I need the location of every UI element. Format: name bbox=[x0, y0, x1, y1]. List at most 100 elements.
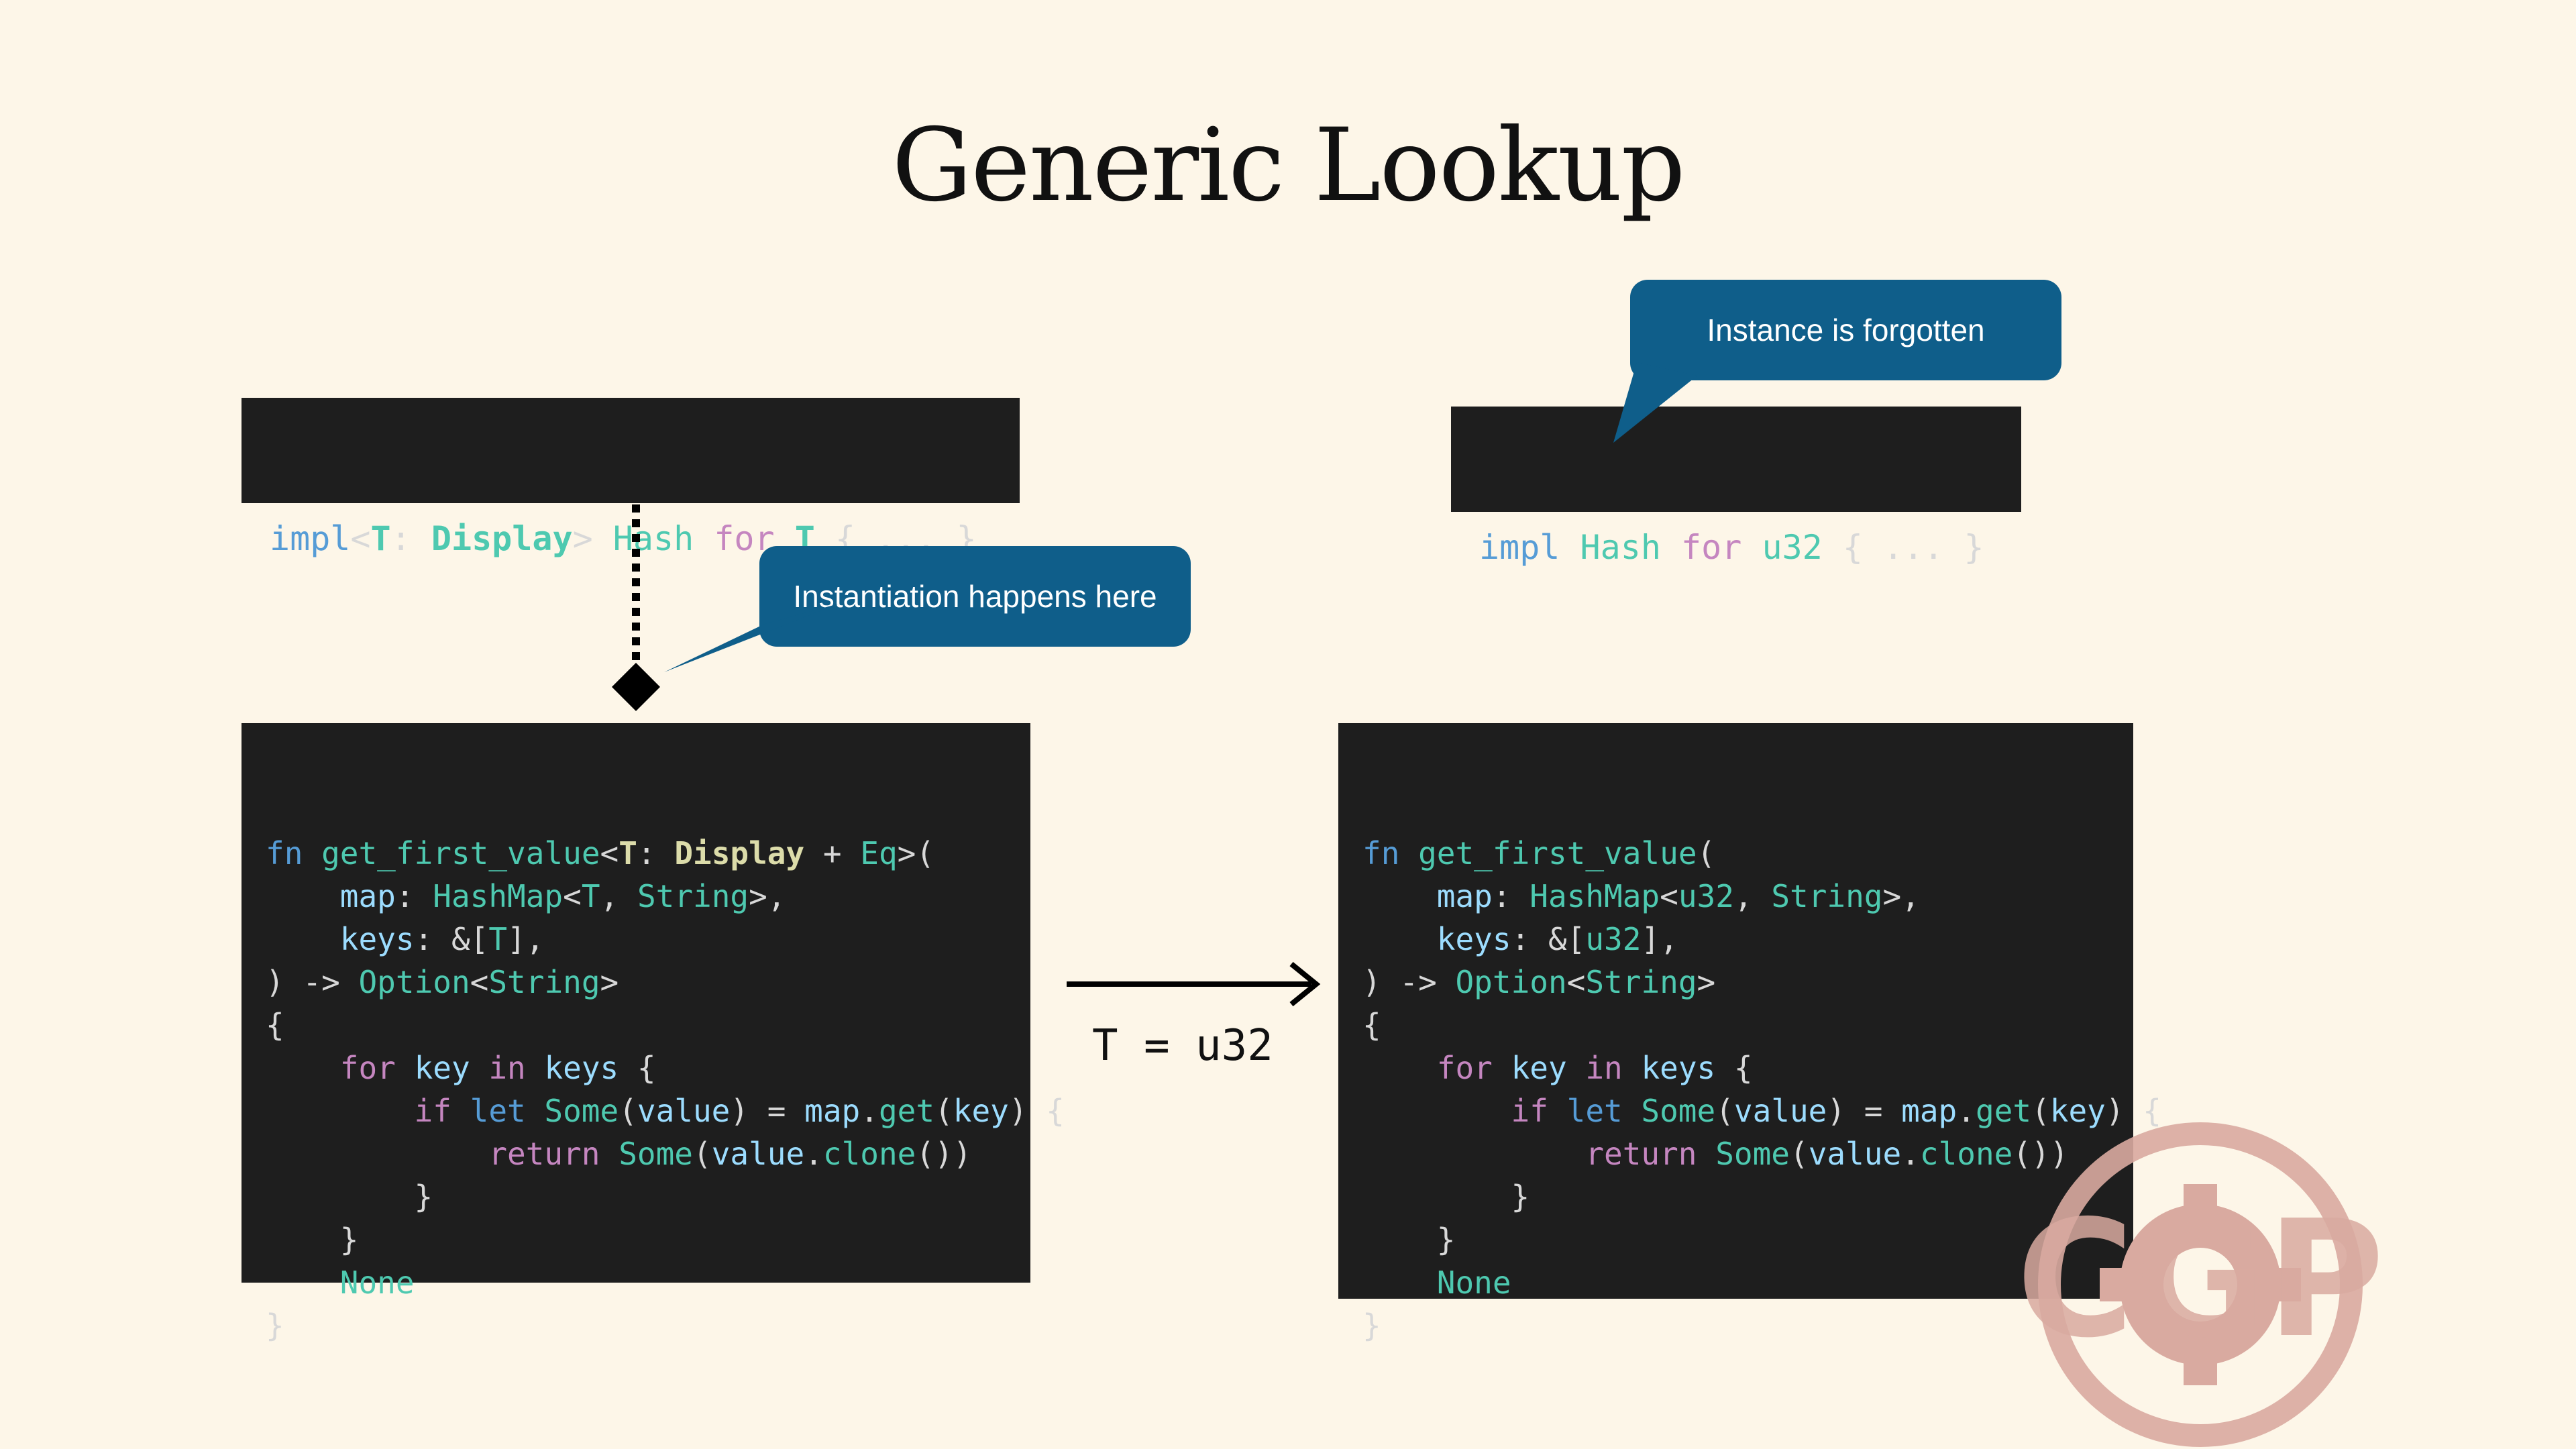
code-token: } bbox=[266, 1307, 284, 1344]
code-token: T bbox=[488, 921, 508, 957]
code-token: map bbox=[1901, 1093, 1957, 1129]
code-token: } bbox=[266, 1179, 433, 1215]
code-line: if let Some(value) = map.get(key) { bbox=[266, 1089, 1065, 1132]
code-token: < bbox=[350, 519, 371, 558]
code-token: } bbox=[1362, 1222, 1456, 1258]
callout-tail-forgotten bbox=[1613, 362, 1697, 443]
generic-code-lines: fn get_first_value<T: Display + Eq>( map… bbox=[266, 832, 1065, 1347]
code-token: : bbox=[390, 519, 431, 558]
code-token: ) -> bbox=[266, 964, 359, 1000]
code-token: return bbox=[1362, 1136, 1716, 1172]
concrete-function-code: fn get_first_value( map: HashMap<u32, St… bbox=[1338, 723, 2161, 1344]
code-token: ( bbox=[692, 1136, 712, 1172]
code-token: impl bbox=[270, 519, 351, 558]
code-token: ) { bbox=[2105, 1093, 2161, 1129]
code-token: ()) bbox=[916, 1136, 972, 1172]
code-token: clone bbox=[822, 1136, 916, 1172]
code-token: { bbox=[1715, 1050, 1753, 1086]
callout-tail-instantiation bbox=[664, 604, 839, 672]
code-token: , bbox=[600, 878, 637, 914]
code-token: get_first_value bbox=[1418, 835, 1697, 871]
code-token: , bbox=[1733, 878, 1772, 914]
code-line: fn get_first_value( bbox=[1362, 832, 2133, 875]
code-token: Display bbox=[674, 835, 805, 871]
code-line: keys: &[u32], bbox=[1362, 918, 2133, 961]
code-token: Eq bbox=[860, 835, 898, 871]
code-token: >( bbox=[897, 835, 935, 871]
code-token: . bbox=[1957, 1093, 1976, 1129]
code-token: Hash bbox=[1560, 528, 1661, 567]
code-token: ( bbox=[934, 1093, 953, 1129]
code-token: ( bbox=[1715, 1093, 1734, 1129]
callout-instantiation: Instantiation happens here bbox=[759, 546, 1191, 647]
code-token: keys bbox=[1362, 921, 1511, 957]
code-token: value bbox=[1808, 1136, 1902, 1172]
code-token: let bbox=[470, 1093, 545, 1129]
code-token: String bbox=[1771, 878, 1883, 914]
code-token: String bbox=[488, 964, 600, 1000]
concrete-code-lines: fn get_first_value( map: HashMap<u32, St… bbox=[1362, 832, 2161, 1347]
substitution-label: T = u32 bbox=[1092, 1021, 1273, 1071]
code-token: return bbox=[266, 1136, 619, 1172]
code-token: ( bbox=[619, 1093, 637, 1129]
code-line: return Some(value.clone()) bbox=[266, 1132, 1030, 1175]
code-line: if let Some(value) = map.get(key) { bbox=[1362, 1089, 2161, 1132]
code-token: Hash bbox=[612, 519, 694, 558]
code-token: value bbox=[711, 1136, 805, 1172]
code-token: value bbox=[1733, 1093, 1827, 1129]
code-token: . bbox=[860, 1093, 879, 1129]
code-token: fn bbox=[266, 835, 322, 871]
code-token: T bbox=[619, 835, 637, 871]
code-token: clone bbox=[1919, 1136, 2013, 1172]
code-line: } bbox=[266, 1175, 1030, 1218]
code-line: map: HashMap<u32, String>, bbox=[1362, 875, 2133, 918]
code-token: Some bbox=[544, 1093, 619, 1129]
code-line: ) -> Option<String> bbox=[1362, 961, 2133, 1004]
code-token: { bbox=[1362, 1007, 1381, 1043]
code-token: ) = bbox=[1827, 1093, 1902, 1129]
code-line: fn get_first_value<T: Display + Eq>( bbox=[266, 832, 1030, 875]
code-token: None bbox=[1362, 1265, 1511, 1301]
code-token: for bbox=[1660, 528, 1762, 567]
logo-text: CGP bbox=[2016, 1185, 2384, 1373]
code-token: u32 bbox=[1762, 528, 1823, 567]
code-token: if bbox=[1362, 1093, 1567, 1129]
code-line: } bbox=[1362, 1304, 2133, 1347]
code-line: for key in keys { bbox=[1362, 1046, 2133, 1089]
code-token: u32 bbox=[1585, 921, 1642, 957]
code-line: keys: &[T], bbox=[266, 918, 1030, 961]
code-token: > bbox=[572, 519, 613, 558]
code-line: ) -> Option<String> bbox=[266, 961, 1030, 1004]
code-token: key bbox=[1511, 1050, 1567, 1086]
code-token: key bbox=[414, 1050, 470, 1086]
code-token: fn bbox=[1362, 835, 1419, 871]
code-token: + bbox=[804, 835, 861, 871]
code-token: { ... } bbox=[1822, 528, 1984, 567]
gear-icon bbox=[2100, 1184, 2301, 1385]
code-token: for bbox=[266, 1050, 415, 1086]
callout-instance-forgotten: Instance is forgotten bbox=[1630, 280, 2061, 380]
code-line: return Some(value.clone()) bbox=[1362, 1132, 2133, 1175]
code-line: } bbox=[1362, 1175, 2133, 1218]
code-token: String bbox=[637, 878, 749, 914]
code-token: map bbox=[804, 1093, 861, 1129]
code-token: map bbox=[1362, 878, 1493, 914]
code-line: { bbox=[1362, 1004, 2133, 1046]
code-token: : bbox=[637, 835, 675, 871]
code-token: value bbox=[637, 1093, 731, 1129]
code-token: >, bbox=[1882, 878, 1920, 914]
code-token: ) { bbox=[1008, 1093, 1065, 1129]
code-token: { bbox=[619, 1050, 656, 1086]
code-token: u32 bbox=[1678, 878, 1734, 914]
code-token: if bbox=[266, 1093, 470, 1129]
code-token: Display bbox=[431, 519, 573, 558]
cgp-logo: CGP bbox=[2016, 1122, 2385, 1447]
code-token: ], bbox=[507, 921, 545, 957]
code-token: : bbox=[1492, 878, 1530, 914]
code-token: < bbox=[563, 878, 582, 914]
code-token: > bbox=[600, 964, 619, 1000]
code-token: > bbox=[1697, 964, 1716, 1000]
diamond-marker bbox=[612, 663, 660, 711]
callout-forgotten-text: Instance is forgotten bbox=[1707, 313, 1985, 347]
code-token: keys bbox=[1641, 1050, 1716, 1086]
